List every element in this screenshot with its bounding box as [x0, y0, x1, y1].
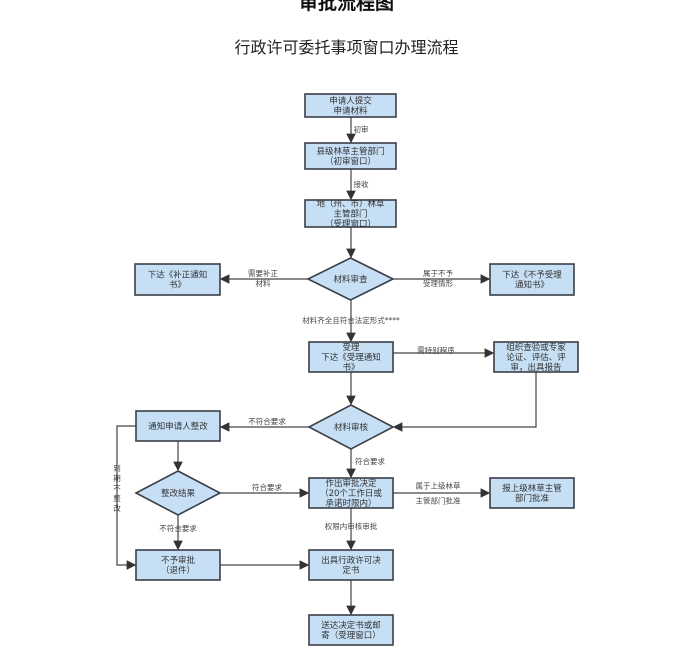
edge-label: 初审 [354, 124, 369, 134]
edge-label: 整 [113, 493, 121, 503]
node-issue [308, 549, 394, 581]
edge-label: 不符合要求 [159, 523, 197, 533]
node-text: （退件） [161, 565, 195, 576]
node-notify [135, 410, 221, 442]
node-text: 申请人提交 [329, 96, 372, 107]
node-text: （初审窗口） [325, 156, 376, 167]
page-title: 审批流程图 [298, 0, 394, 14]
node-text: 通知申请人整改 [148, 421, 208, 432]
node-text: 报上级林草主管 [502, 483, 562, 494]
node-text: 寄（受理窗口） [321, 630, 381, 641]
node-text: 书》 [342, 362, 359, 373]
node-text: 通知书》 [515, 280, 549, 291]
edge-label: 主管部门批准 [416, 496, 461, 506]
node-correction [134, 263, 221, 296]
edge-label: 权限内审核审批 [325, 521, 378, 531]
edge-label: 属于上级林草 [416, 481, 461, 491]
edge-label: 受理情形 [423, 278, 453, 288]
page-subtitle: 行政许可委托事项窗口办理流程 [234, 38, 459, 57]
edge-label: 不 [113, 484, 121, 493]
node-text: 不予审批 [161, 555, 196, 566]
node-deliver [308, 614, 394, 646]
edge-label: 接收 [354, 179, 369, 189]
edge-label: 不符合要求 [248, 416, 286, 426]
node-text: 书》 [169, 280, 186, 291]
node-text: 申请材料 [333, 106, 368, 117]
node-text: 下达《补正通知 [148, 270, 208, 281]
edge-label: 期 [113, 474, 121, 483]
decision-review1 [306, 257, 395, 301]
node-text: 主管部门 [333, 209, 367, 220]
node-text: 县级林草主管部门 [316, 146, 384, 157]
node-deny [135, 549, 221, 581]
node-text: 下达《不予受理 [502, 270, 562, 281]
node-county [304, 142, 397, 170]
decision-rectify [134, 470, 222, 516]
node-text: 作出审批决定 [325, 478, 377, 489]
node-text: 送达决定书或邮 [321, 620, 381, 631]
node-superior [489, 477, 575, 509]
node-text: 材料审查 [333, 274, 368, 285]
node-text: （20个工作日或 [320, 488, 382, 499]
node-reject_accept [489, 263, 575, 296]
node-expert [493, 341, 579, 373]
node-text: 地（州、市）林草 [316, 199, 385, 210]
edge-label: 材料齐全且符合法定形式**** [302, 315, 400, 325]
edge-label: 材料 [256, 278, 271, 288]
edge-label: 需要补正 [248, 268, 278, 278]
edge-label: 到 [113, 464, 121, 473]
edge-expert-review2 [392, 372, 537, 432]
node-city [304, 199, 397, 228]
node-decision [308, 477, 394, 509]
edge-label: 属于不予 [423, 269, 453, 278]
node-text: 部门批准 [515, 493, 550, 504]
node-text: 审，出具报告 [510, 362, 561, 373]
node-text: 整改结果 [161, 488, 196, 499]
node-text: 材料审核 [334, 422, 369, 433]
edge-label: 符合要求 [252, 482, 282, 492]
node-text: 承诺时限内） [325, 498, 376, 509]
node-text: 出具行政许可决 [321, 555, 381, 566]
edge-overdue [116, 425, 137, 570]
edge-label: 需特别程序 [417, 345, 455, 355]
node-text: 下达《受理通知 [321, 352, 381, 363]
decision-review2 [307, 404, 395, 450]
node-text: 受理 [342, 342, 360, 353]
node-text: 定书 [342, 565, 360, 576]
node-accept [308, 341, 394, 373]
node-text: 论证、评估、评 [506, 352, 566, 363]
node-submit [304, 93, 397, 118]
node-text: （受理窗口） [325, 219, 376, 230]
edge-label: 改 [113, 503, 121, 513]
edge-label: 符合要求 [355, 456, 385, 466]
node-text: 组织查验或专家 [506, 342, 566, 353]
